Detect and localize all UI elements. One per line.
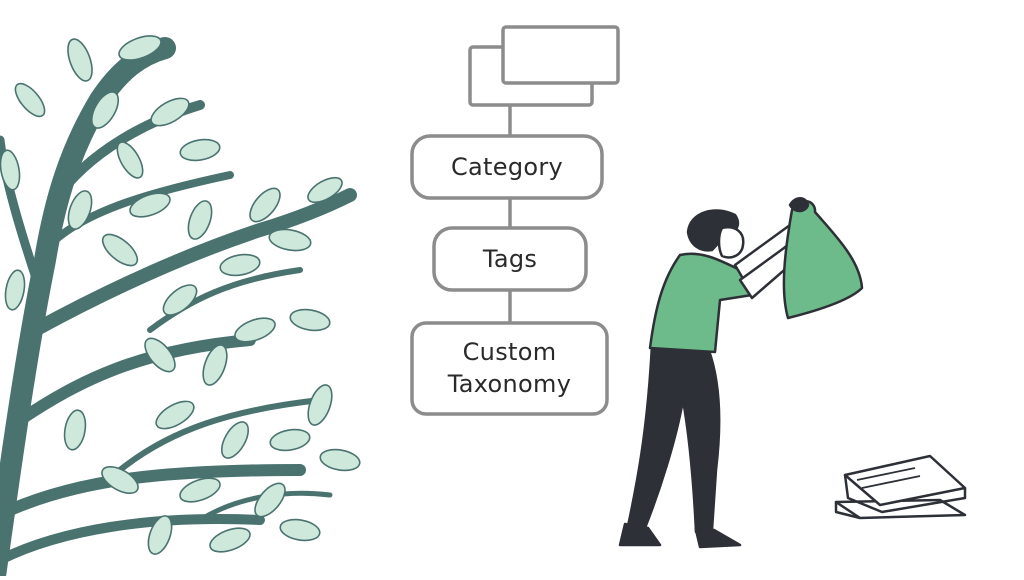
custom-taxonomy-label-line1: Custom [462, 338, 557, 366]
tree-leaves [0, 35, 361, 555]
garbage-bag [782, 200, 864, 320]
top-front-box [501, 25, 620, 85]
person-figure [618, 197, 864, 549]
book-top [843, 454, 967, 507]
custom-taxonomy-label-line2: Taxonomy [447, 370, 572, 398]
category-box [410, 134, 604, 200]
person-shirt [648, 252, 754, 354]
garbage-bag-knot [788, 197, 810, 213]
person-shoe-right [694, 528, 742, 549]
tags-label: Tags [482, 245, 538, 273]
person-shoe-left [618, 522, 662, 547]
hierarchy-diagram [410, 25, 620, 416]
book-stack [834, 454, 967, 520]
tree [0, 35, 361, 580]
category-label: Category [450, 153, 564, 181]
person-face [717, 226, 745, 259]
custom-taxonomy-box [410, 321, 609, 416]
tree-trunk [0, 37, 357, 580]
person-pants [626, 343, 721, 534]
